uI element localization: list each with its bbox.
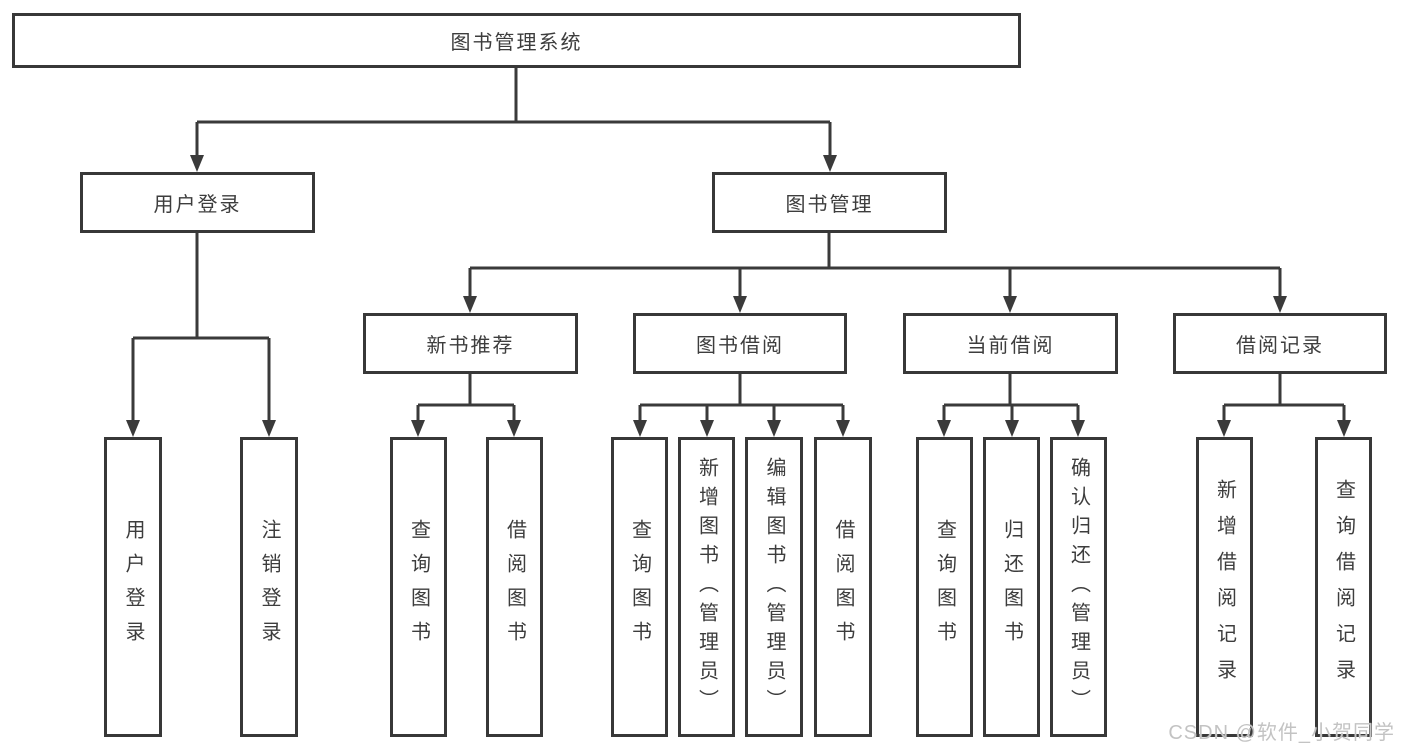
node-user-login-label: 用户登录 [153,194,242,216]
leaf-borrow-query-books-label: 查询图书 [628,519,651,655]
leaf-recommend-query-books: 查询图书 [390,437,447,737]
leaf-user-login: 用户登录 [104,437,162,737]
leaf-borrow-books: 借阅图书 [814,437,872,737]
leaf-edit-books-admin: 编辑图书（管理员） [745,437,803,737]
leaf-confirm-return-admin-label: 确认归还（管理员） [1067,456,1090,718]
leaf-borrow-books-label: 借阅图书 [832,519,854,655]
node-borrow-records-label: 借阅记录 [1236,335,1324,357]
leaf-user-login-label: 用户登录 [122,519,144,655]
node-new-book-recommend-label: 新书推荐 [426,335,515,357]
leaf-return-books: 归还图书 [983,437,1040,737]
leaf-return-books-label: 归还图书 [1000,519,1023,655]
node-book-management: 图书管理 [712,172,947,233]
node-current-borrow-label: 当前借阅 [966,335,1055,357]
arrowheads [126,155,1351,437]
leaf-add-books-admin-label: 新增图书（管理员） [695,456,718,718]
node-current-borrow: 当前借阅 [903,313,1118,374]
csdn-watermark: CSDN @软件_小贺同学 [1168,722,1395,744]
leaf-logout-login-label: 注销登录 [258,519,280,655]
leaf-query-borrow-record: 查询借阅记录 [1315,437,1372,737]
leaf-recommend-borrow-books-label: 借阅图书 [503,519,526,655]
node-root-system: 图书管理系统 [12,13,1021,68]
node-book-borrow-label: 图书借阅 [696,335,784,357]
leaf-edit-books-admin-label: 编辑图书（管理员） [763,456,785,718]
node-user-login: 用户登录 [80,172,315,233]
leaf-add-books-admin: 新增图书（管理员） [678,437,735,737]
leaf-current-query-books: 查询图书 [916,437,973,737]
leaf-add-borrow-record-label: 新增借阅记录 [1213,479,1236,695]
leaf-query-borrow-record-label: 查询借阅记录 [1332,479,1355,695]
leaf-current-query-books-label: 查询图书 [933,519,956,655]
leaf-recommend-query-books-label: 查询图书 [407,519,430,655]
node-book-management-label: 图书管理 [785,194,874,216]
node-root-label: 图书管理系统 [450,32,583,54]
leaf-logout-login: 注销登录 [240,437,298,737]
leaf-confirm-return-admin: 确认归还（管理员） [1050,437,1107,737]
node-borrow-records: 借阅记录 [1173,313,1387,374]
leaf-add-borrow-record: 新增借阅记录 [1196,437,1253,737]
leaf-borrow-query-books: 查询图书 [611,437,668,737]
leaf-recommend-borrow-books: 借阅图书 [486,437,543,737]
node-book-borrow: 图书借阅 [633,313,847,374]
node-new-book-recommend: 新书推荐 [363,313,578,374]
